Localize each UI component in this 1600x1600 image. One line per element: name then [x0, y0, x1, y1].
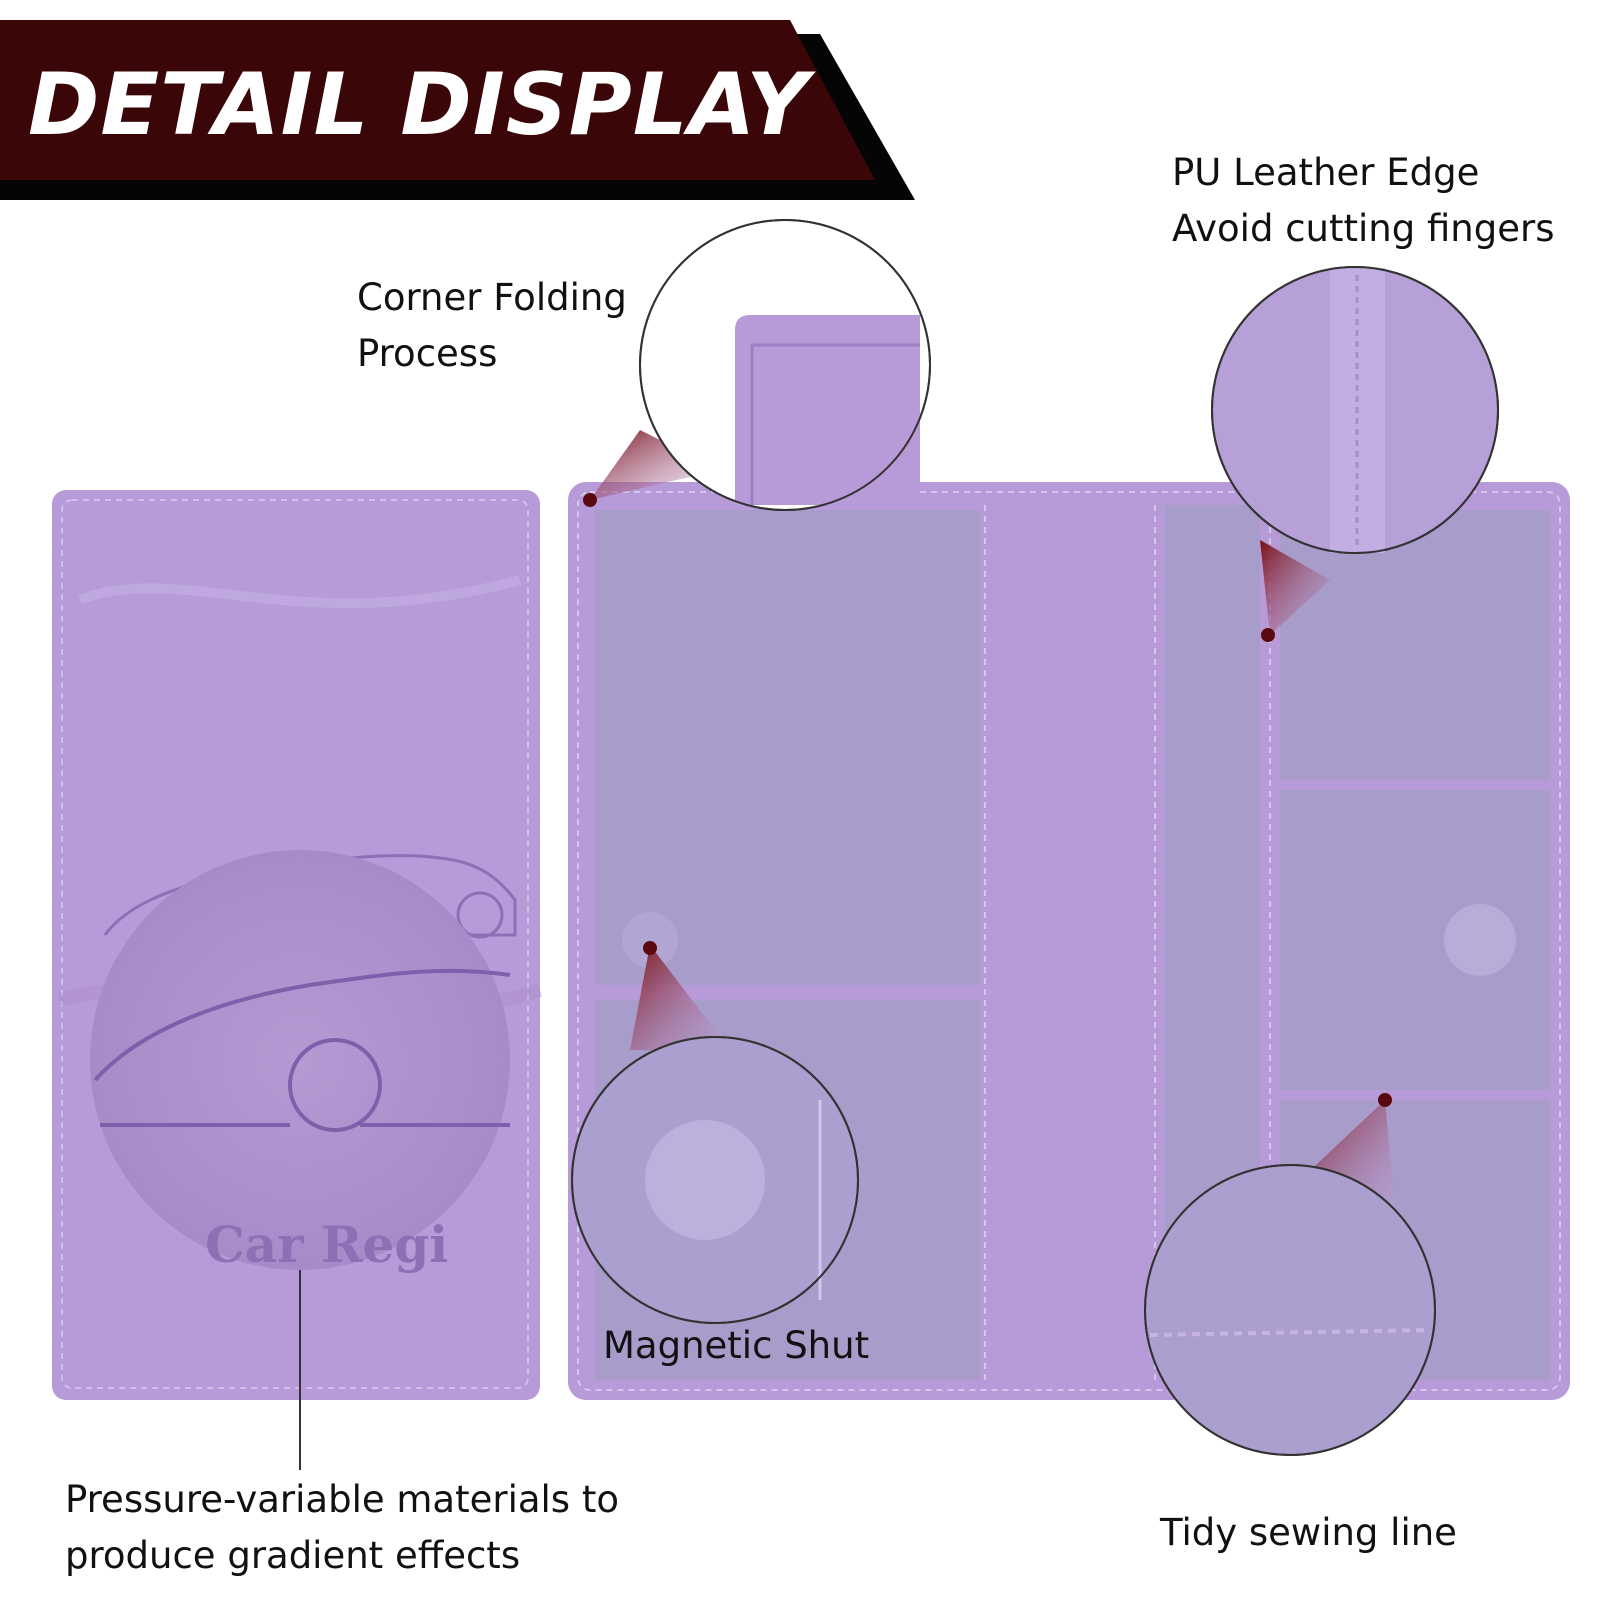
emboss-zoom-lens	[90, 850, 511, 1470]
pointer-magnetic	[630, 945, 730, 1050]
zoom-magnetic	[571, 1036, 859, 1324]
zoom-pu-edge	[1211, 266, 1499, 554]
banner-title: DETAIL DISPLAY	[28, 55, 810, 155]
callout-magnetic: Magnetic Shut	[603, 1324, 870, 1367]
callout-pressure: Pressure-variable materials to produce g…	[65, 1478, 619, 1577]
zoom-sewing	[1144, 1164, 1436, 1456]
title-banner	[0, 20, 915, 200]
callout-sewing: Tidy sewing line	[1160, 1511, 1457, 1554]
zoom-corner	[639, 219, 931, 511]
callout-pu-edge: PU Leather Edge Avoid cutting fingers	[1172, 151, 1555, 250]
embossed-label: Car Regi	[205, 1215, 449, 1274]
pointer-corner	[590, 430, 720, 500]
pointer-pu-edge	[1260, 540, 1330, 635]
banner-band	[0, 20, 875, 180]
callout-corner-folding: Corner Folding Process	[357, 276, 627, 375]
